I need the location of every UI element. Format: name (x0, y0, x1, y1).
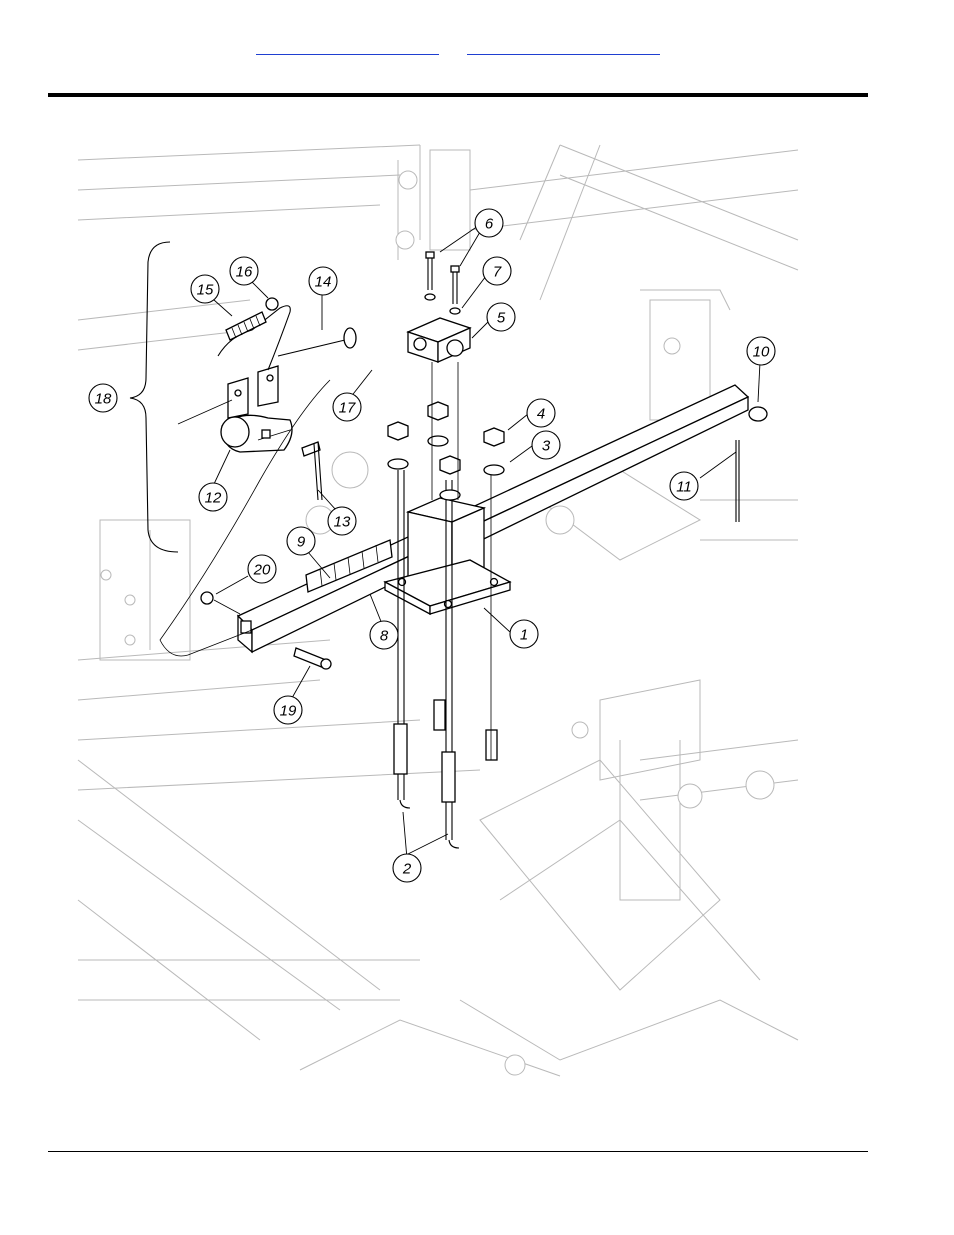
svg-text:9: 9 (297, 534, 306, 551)
callout-14: 14 (309, 267, 337, 295)
svg-text:10: 10 (753, 344, 770, 361)
svg-text:16: 16 (236, 264, 253, 281)
svg-text:14: 14 (315, 274, 332, 291)
callout-2: 2 (393, 854, 421, 882)
svg-text:17: 17 (339, 400, 356, 417)
svg-text:2: 2 (402, 861, 412, 878)
callout-19: 19 (274, 696, 302, 724)
callout-15: 15 (191, 275, 219, 303)
svg-text:15: 15 (197, 282, 214, 299)
callout-13: 13 (328, 507, 356, 535)
callout-6: 6 (475, 209, 503, 237)
callout-5: 5 (487, 303, 515, 331)
svg-text:7: 7 (493, 264, 502, 281)
svg-text:8: 8 (380, 628, 389, 645)
callout-10: 10 (747, 337, 775, 365)
svg-text:20: 20 (253, 562, 271, 579)
callout-9: 9 (287, 527, 315, 555)
callout-18: 18 (89, 384, 117, 412)
svg-text:18: 18 (95, 391, 112, 408)
svg-text:11: 11 (676, 479, 692, 496)
svg-text:5: 5 (497, 310, 506, 327)
svg-text:13: 13 (334, 514, 351, 531)
callout-20: 20 (248, 555, 276, 583)
svg-text:3: 3 (542, 438, 551, 455)
callout-17: 17 (333, 393, 361, 421)
callout-11: 11 (670, 472, 698, 500)
svg-text:4: 4 (537, 406, 545, 423)
footer-rule (48, 1151, 868, 1152)
callout-8: 8 (370, 621, 398, 649)
svg-text:6: 6 (485, 216, 494, 233)
callout-12: 12 (199, 483, 227, 511)
callout-16: 16 (230, 257, 258, 285)
callout-7: 7 (483, 257, 511, 285)
callout-1: 1 (510, 620, 538, 648)
svg-text:12: 12 (205, 490, 222, 507)
svg-text:19: 19 (280, 703, 297, 720)
callout-4: 4 (527, 399, 555, 427)
callout-3: 3 (532, 431, 560, 459)
svg-text:1: 1 (520, 627, 528, 644)
